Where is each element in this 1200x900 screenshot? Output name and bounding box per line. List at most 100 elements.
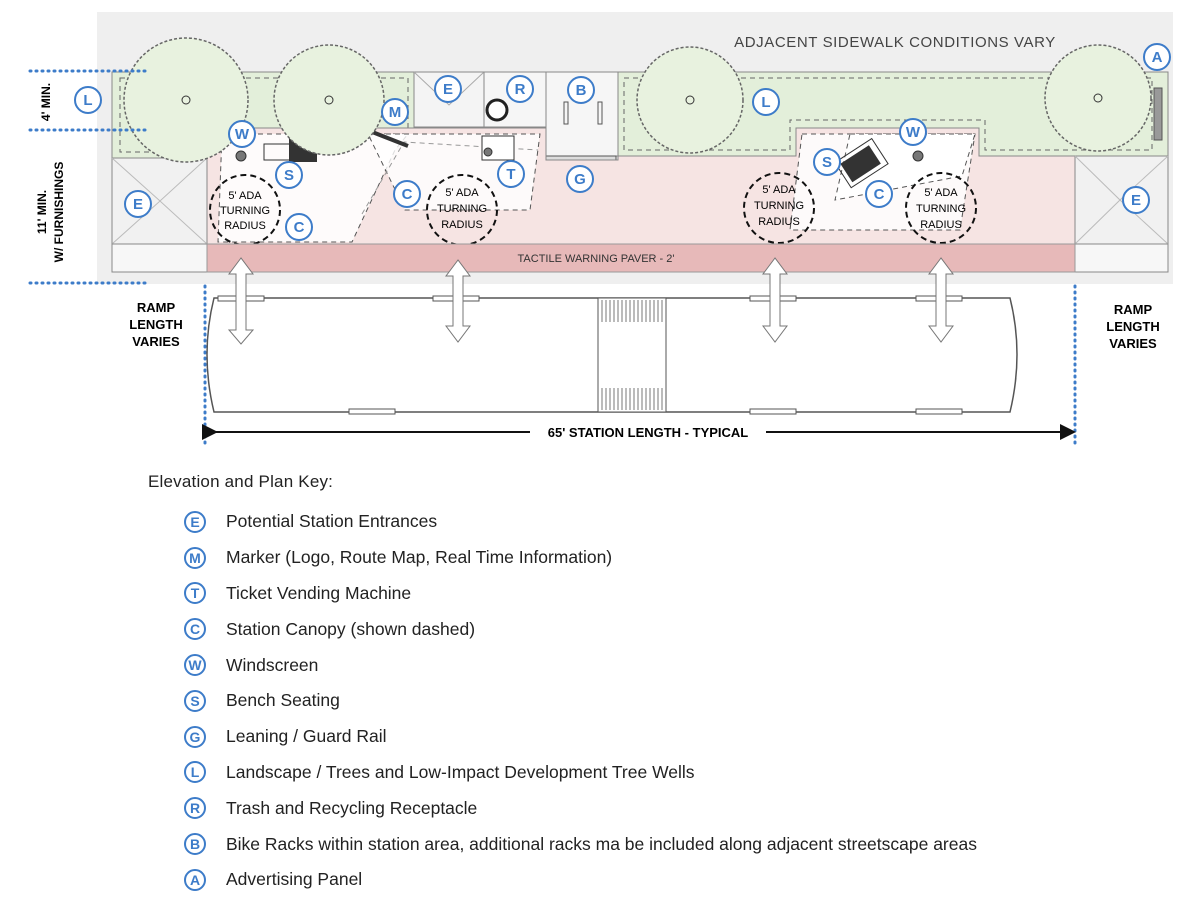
key-letter-badge: L (184, 761, 206, 784)
svg-text:W: W (906, 124, 921, 141)
key-label: Advertising Panel (226, 869, 363, 890)
svg-text:A: A (1152, 49, 1163, 66)
badge-W: W (228, 120, 256, 148)
badge-W: W (899, 118, 927, 146)
key-item: G Leaning / Guard Rail (184, 719, 977, 755)
svg-text:E: E (133, 196, 143, 213)
dimension-4ft (28, 69, 150, 285)
key-letter-badge: E (184, 510, 206, 533)
svg-text:RADIUS: RADIUS (441, 219, 483, 231)
svg-text:B: B (576, 82, 587, 99)
svg-text:C: C (874, 186, 885, 203)
svg-text:VARIES: VARIES (1109, 336, 1157, 351)
badge-S: S (275, 161, 303, 189)
svg-text:RAMP: RAMP (1114, 302, 1153, 317)
badge-G: G (566, 165, 594, 193)
svg-text:5' ADA: 5' ADA (762, 184, 796, 196)
badge-B: B (567, 76, 595, 104)
svg-text:R: R (515, 81, 526, 98)
key-letter-badge: R (184, 797, 206, 820)
sidewalk-note: ADJACENT SIDEWALK CONDITIONS VARY (734, 34, 1056, 51)
badge-C: C (285, 213, 313, 241)
svg-text:TURNING: TURNING (916, 203, 966, 215)
key-title: Elevation and Plan Key: (148, 472, 334, 491)
key-item: L Landscape / Trees and Low-Impact Develo… (184, 755, 977, 791)
key-item: C Station Canopy (shown dashed) (184, 611, 977, 647)
boarding-arrow (227, 257, 954, 345)
key-label: Ticket Vending Machine (226, 582, 412, 603)
svg-text:RADIUS: RADIUS (758, 216, 800, 228)
svg-text:5' ADA: 5' ADA (445, 187, 479, 199)
badge-C: C (865, 180, 893, 208)
entrance-right (1074, 155, 1169, 273)
key-item: B Bike Racks within station area, additio… (184, 826, 977, 862)
key-letter-badge: A (184, 868, 206, 891)
badge-L: L (752, 88, 780, 116)
key-letter-badge: M (184, 546, 206, 569)
dim-11ft-label-2: W/ FURNISHINGS (52, 162, 66, 263)
svg-text:5' ADA: 5' ADA (924, 187, 958, 199)
svg-text:TURNING: TURNING (220, 205, 270, 217)
station-plan-diagram: 5' ADA TURNING RADIUS 5' ADA TURNING RAD… (28, 12, 1173, 446)
badge-E: E (1122, 186, 1150, 214)
guard-rail (545, 155, 617, 161)
key-label: Leaning / Guard Rail (226, 726, 387, 747)
tree-icon (273, 44, 385, 156)
advertising-panel (1153, 87, 1163, 141)
ada-circle-4: 5' ADA TURNING RADIUS (905, 172, 977, 244)
svg-text:T: T (506, 166, 515, 183)
badge-E: E (434, 75, 462, 103)
svg-text:TURNING: TURNING (754, 200, 804, 212)
key-label: Potential Station Entrances (226, 511, 438, 532)
dim-4ft-label: 4' MIN. (39, 83, 53, 121)
svg-text:S: S (284, 167, 294, 184)
key-letter-badge: C (184, 618, 206, 641)
key-item: E Potential Station Entrances (184, 504, 977, 540)
key-letter-badge: B (184, 833, 206, 856)
bench-right (840, 145, 881, 183)
key-item: M Marker (Logo, Route Map, Real Time Info… (184, 540, 977, 576)
svg-text:M: M (389, 104, 402, 121)
svg-text:W: W (235, 126, 250, 143)
key-label: Marker (Logo, Route Map, Real Time Infor… (226, 547, 613, 568)
station-length-label: 65' STATION LENGTH - TYPICAL (548, 425, 749, 440)
svg-text:RAMP: RAMP (137, 300, 176, 315)
tactile-warning-strip (206, 243, 1076, 273)
svg-text:C: C (402, 186, 413, 203)
key-label: Trash and Recycling Receptacle (226, 797, 478, 818)
svg-text:C: C (294, 219, 305, 236)
key-item: T Ticket Vending Machine (184, 576, 977, 612)
key-letter-badge: T (184, 582, 206, 605)
badge-C: C (393, 180, 421, 208)
tree-icon (1044, 44, 1152, 152)
badge-E: E (124, 190, 152, 218)
key-label: Landscape / Trees and Low-Impact Develop… (226, 761, 695, 782)
badge-T: T (497, 160, 525, 188)
dim-11ft-label-1: 11' MIN. (35, 190, 49, 234)
key-letter-badge: G (184, 725, 206, 748)
svg-text:VARIES: VARIES (132, 334, 180, 349)
ramp-label-left: RAMP LENGTH VARIES (129, 300, 182, 349)
ada-circle-3: 5' ADA TURNING RADIUS (743, 172, 815, 244)
ramp-label-right: RAMP LENGTH VARIES (1106, 302, 1159, 351)
key-item: R Trash and Recycling Receptacle (184, 790, 977, 826)
key-label: Windscreen (226, 654, 319, 675)
key-label: Bike Racks within station area, addition… (226, 833, 977, 854)
badge-S: S (813, 148, 841, 176)
tree-icon (636, 46, 744, 154)
svg-text:RADIUS: RADIUS (224, 220, 266, 232)
svg-text:L: L (83, 92, 92, 109)
key-label: Bench Seating (226, 690, 340, 711)
badge-A: A (1143, 43, 1171, 71)
svg-text:S: S (822, 154, 832, 171)
svg-text:5' ADA: 5' ADA (228, 190, 262, 202)
svg-text:E: E (1131, 192, 1141, 209)
svg-text:G: G (574, 171, 586, 188)
key-label: Station Canopy (shown dashed) (226, 618, 476, 639)
trash-receptacle-icon (485, 98, 509, 122)
svg-text:L: L (761, 94, 770, 111)
svg-text:E: E (443, 81, 453, 98)
